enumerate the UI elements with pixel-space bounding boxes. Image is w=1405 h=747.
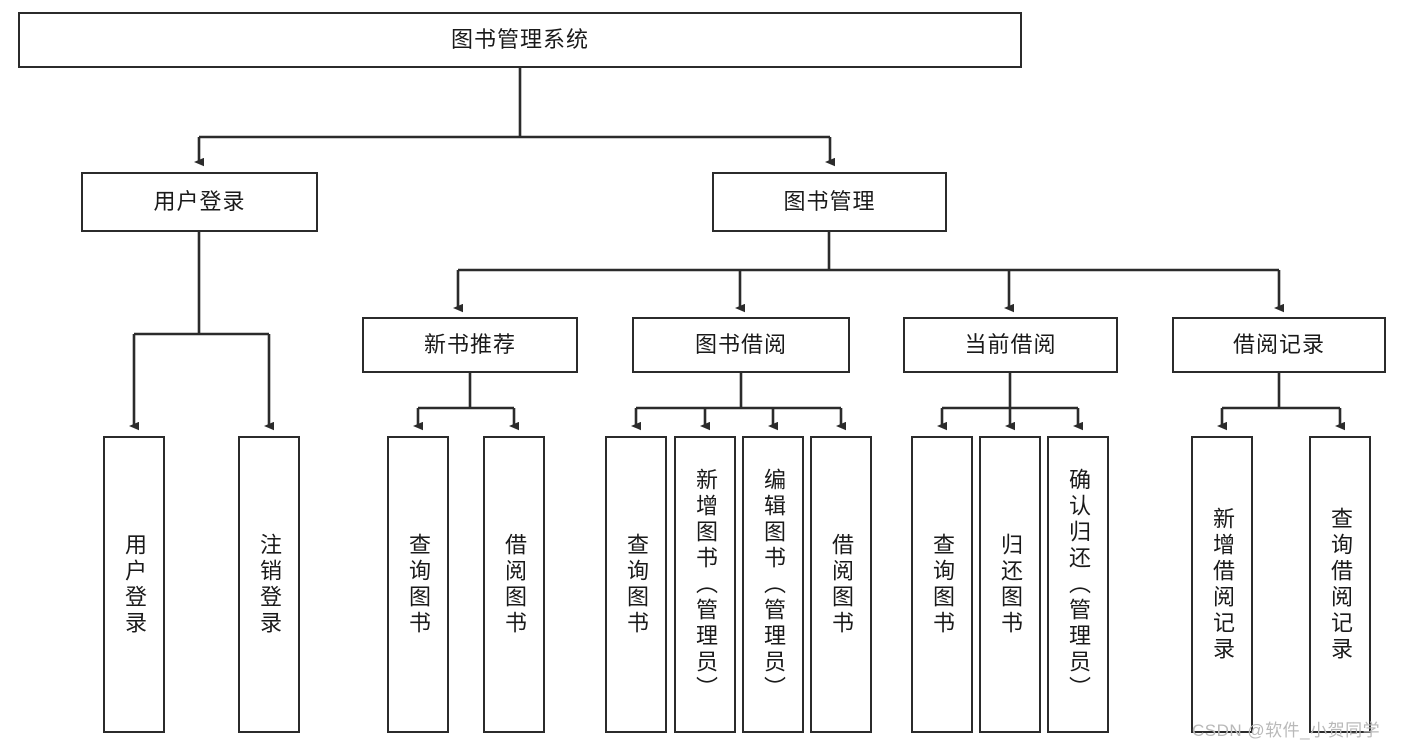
leaf-recommend-query-book[interactable]: 查询图书 [387, 436, 449, 733]
leaf-current-confirm-return-admin[interactable]: 确认归还（管理员） [1047, 436, 1109, 733]
node-book-management[interactable]: 图书管理 [712, 172, 947, 232]
node-borrow-record[interactable]: 借阅记录 [1172, 317, 1386, 373]
leaf-borrow-edit-book-admin[interactable]: 编辑图书（管理员） [742, 436, 804, 733]
leaf-user-login-login[interactable]: 用户登录 [103, 436, 165, 733]
leaf-borrow-borrow-book[interactable]: 借阅图书 [810, 436, 872, 733]
leaf-borrow-query-book[interactable]: 查询图书 [605, 436, 667, 733]
node-new-book-recommend[interactable]: 新书推荐 [362, 317, 578, 373]
node-user-login[interactable]: 用户登录 [81, 172, 318, 232]
leaf-user-login-logout[interactable]: 注销登录 [238, 436, 300, 733]
leaf-current-return-book[interactable]: 归还图书 [979, 436, 1041, 733]
node-root-system[interactable]: 图书管理系统 [18, 12, 1022, 68]
node-current-borrow[interactable]: 当前借阅 [903, 317, 1118, 373]
leaf-record-add-record[interactable]: 新增借阅记录 [1191, 436, 1253, 733]
node-book-borrow[interactable]: 图书借阅 [632, 317, 850, 373]
leaf-borrow-add-book-admin[interactable]: 新增图书（管理员） [674, 436, 736, 733]
leaf-record-query-record[interactable]: 查询借阅记录 [1309, 436, 1371, 733]
leaf-recommend-borrow-book[interactable]: 借阅图书 [483, 436, 545, 733]
watermark-csdn: CSDN @软件_小贺同学 [1192, 721, 1381, 740]
leaf-current-query-book[interactable]: 查询图书 [911, 436, 973, 733]
